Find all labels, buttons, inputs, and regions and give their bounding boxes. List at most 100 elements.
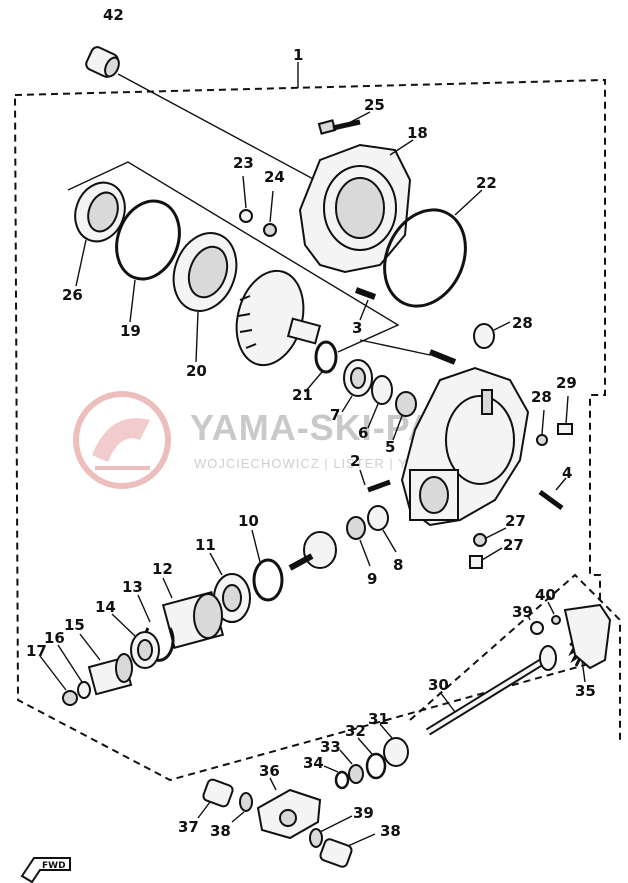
- part-41-washer: [547, 601, 561, 625]
- part-12-bearing-housing: [161, 577, 225, 649]
- callout-29: 28: [512, 314, 533, 332]
- part-19-o-ring: [115, 199, 181, 281]
- callout-38-right: 38: [380, 822, 401, 840]
- callout-25: 25: [364, 96, 385, 114]
- callout-36: 35: [575, 682, 596, 700]
- callout-35: 34: [303, 754, 324, 772]
- callout-20: 20: [186, 362, 207, 380]
- drive-shaft-boundary: [409, 573, 621, 740]
- callout-41: 40: [535, 586, 556, 604]
- callout-14: 14: [95, 598, 116, 616]
- part-21-shim: [314, 340, 338, 374]
- callout-8: 8: [393, 556, 403, 574]
- part-25-bolt: [317, 111, 371, 135]
- part-9-collar: [346, 516, 371, 567]
- callout-7: 7: [330, 406, 340, 424]
- callout-12: 12: [152, 560, 173, 578]
- callout-42: 42: [103, 6, 124, 24]
- part-42-bushing: [85, 46, 331, 189]
- part-17-nut: [39, 655, 78, 706]
- part-4-stud: [538, 477, 567, 511]
- part-35-clip: [323, 765, 350, 790]
- part-28-washer-upper: [536, 409, 548, 446]
- part-20-bearing: [172, 232, 238, 363]
- callout-6: 6: [358, 424, 368, 442]
- part-22-o-ring: [383, 208, 467, 308]
- part-27-plug: [469, 547, 503, 569]
- callout-23: 23: [233, 154, 254, 172]
- part-11-bearing: [209, 552, 251, 623]
- callout-26: 26: [62, 286, 83, 304]
- callout-15: 15: [64, 616, 85, 634]
- callout-39-left: 38: [210, 822, 231, 840]
- part-5-seal: [392, 391, 417, 441]
- callout-4: 4: [562, 464, 572, 482]
- part-37-universal-joint: [256, 777, 322, 840]
- part-30-bolt: [557, 395, 573, 435]
- callout-28-lower: 27: [505, 512, 526, 530]
- part-28-washer-lower: [473, 527, 507, 547]
- callout-10: 10: [238, 512, 259, 530]
- part-31-drive-shaft: [425, 645, 557, 736]
- callout-24: 24: [264, 168, 285, 186]
- callout-9: 9: [367, 570, 377, 588]
- part-16-washer: [57, 644, 91, 699]
- callout-31: 30: [428, 676, 449, 694]
- part-7-bearing: [341, 359, 373, 413]
- part-34-washer: [339, 749, 364, 784]
- part-26-oil-seal: [74, 181, 126, 287]
- part-3-dowel-pin: [354, 287, 457, 365]
- watermark-subtitle: WOJCIECHOWICZ | LISTER | YAMAHA: [194, 456, 458, 471]
- part-18-bearing-housing: [298, 139, 414, 274]
- callout-3: 3: [352, 319, 362, 337]
- callout-17: 17: [26, 642, 47, 660]
- part-23-nut: [239, 175, 253, 223]
- part-2-stud: [359, 469, 391, 493]
- callout-line-22: [454, 189, 483, 216]
- ring-gear: [235, 269, 322, 367]
- part-15-coupling: [79, 633, 133, 696]
- mount-plate: [563, 603, 612, 670]
- callout-11: 11: [195, 536, 216, 554]
- callout-27: 27: [503, 536, 524, 554]
- callout-16: 16: [44, 629, 65, 647]
- callout-line-10: [251, 529, 261, 563]
- callout-40: 39: [512, 603, 533, 621]
- callout-2: 2: [350, 452, 360, 470]
- callout-line-19: [129, 279, 136, 323]
- callout-13: 13: [122, 578, 143, 596]
- callout-21: 21: [292, 386, 313, 404]
- part-10-shim: [252, 558, 284, 602]
- part-39-clip-left: [231, 792, 253, 823]
- pinion-gear-shaft: [288, 531, 337, 571]
- part-39-clip-right: [309, 815, 353, 848]
- callout-38-left: 37: [178, 818, 199, 836]
- part-40-nut: [527, 614, 544, 635]
- part-33-seal: [357, 737, 387, 780]
- callout-labels: 42 1 25 18 23 24 22 26 19 3 28 20 21 29 …: [26, 6, 596, 840]
- callout-22: 22: [476, 174, 497, 192]
- callout-line-13: [137, 594, 151, 623]
- callout-18: 18: [407, 124, 428, 142]
- callout-line-21: [304, 371, 323, 393]
- callout-39-right: 39: [353, 804, 374, 822]
- callout-28-upper: 28: [531, 388, 552, 406]
- part-32-collar: [379, 723, 409, 767]
- callout-32: 31: [368, 710, 389, 728]
- part-14-oil-seal: [111, 613, 160, 669]
- part-29-plug: [473, 321, 511, 349]
- part-38-bushing-right: [319, 833, 376, 868]
- part-8-bearing: [367, 505, 397, 553]
- gear-case: [400, 366, 530, 527]
- callout-33: 32: [345, 722, 366, 740]
- gear-set-bracket: [67, 161, 400, 353]
- part-24-nut: [263, 190, 277, 237]
- callout-1: 1: [293, 46, 303, 64]
- forward-arrow-label: FWD: [42, 861, 66, 871]
- watermark-logo: [73, 391, 171, 489]
- callout-34: 33: [320, 738, 341, 756]
- callout-19: 19: [120, 322, 141, 340]
- part-6-collar: [367, 375, 393, 429]
- part-38-bushing-left: [197, 778, 234, 819]
